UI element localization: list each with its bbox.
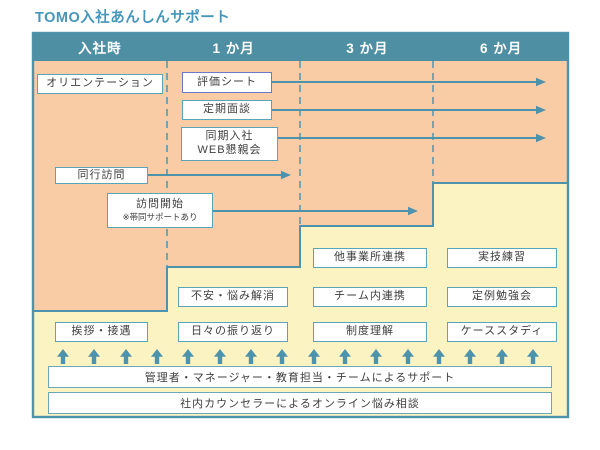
header-cell-6-months: 6 か月	[479, 41, 523, 56]
box-study-session: 定例勉強会	[447, 287, 557, 307]
box-orientation: オリエンテーション	[37, 74, 163, 94]
header-cell-3-months: 3 か月	[346, 41, 389, 56]
box-regular-interview: 定期面談	[182, 100, 272, 120]
box-case-study: ケーススタディ	[447, 322, 557, 342]
box-visit-start-line1: 訪問開始	[136, 198, 184, 211]
timeline-arrows	[148, 77, 546, 216]
support-bar-team: 管理者・マネージャー・教育担当・チームによるサポート	[48, 366, 552, 388]
box-team-collab: チーム内連携	[313, 287, 427, 307]
header-cell-1-month: 1 か月	[212, 41, 255, 56]
box-accompanied-visit: 同行訪問	[55, 167, 148, 184]
box-cohort-web-party: 同期入社 WEB懇親会	[181, 127, 278, 161]
page-title: TOMO入社あんしんサポート	[35, 10, 231, 26]
box-system-understanding: 制度理解	[313, 322, 427, 342]
box-cohort-web-party-line2: WEB懇親会	[197, 144, 262, 156]
box-practical-training: 実技練習	[447, 248, 557, 268]
box-daily-review: 日々の振り返り	[178, 322, 288, 342]
box-evaluation-sheet: 評価シート	[182, 72, 272, 93]
timeline-header: 入社時 1 か月 3 か月 6 か月	[33, 33, 568, 61]
header-cell-joining: 入社時	[78, 41, 122, 56]
box-greetings: 挨拶・接遇	[55, 322, 148, 342]
box-visit-start-note: ※帯同サポートあり	[122, 212, 198, 223]
box-visit-start: 訪問開始 ※帯同サポートあり	[107, 193, 213, 228]
box-cohort-web-party-line1: 同期入社	[205, 130, 254, 143]
box-anxiety-relief: 不安・悩み解消	[178, 287, 288, 307]
box-other-offices: 他事業所連携	[313, 248, 427, 268]
support-bar-counselor: 社内カウンセラーによるオンライン悩み相談	[48, 392, 552, 414]
